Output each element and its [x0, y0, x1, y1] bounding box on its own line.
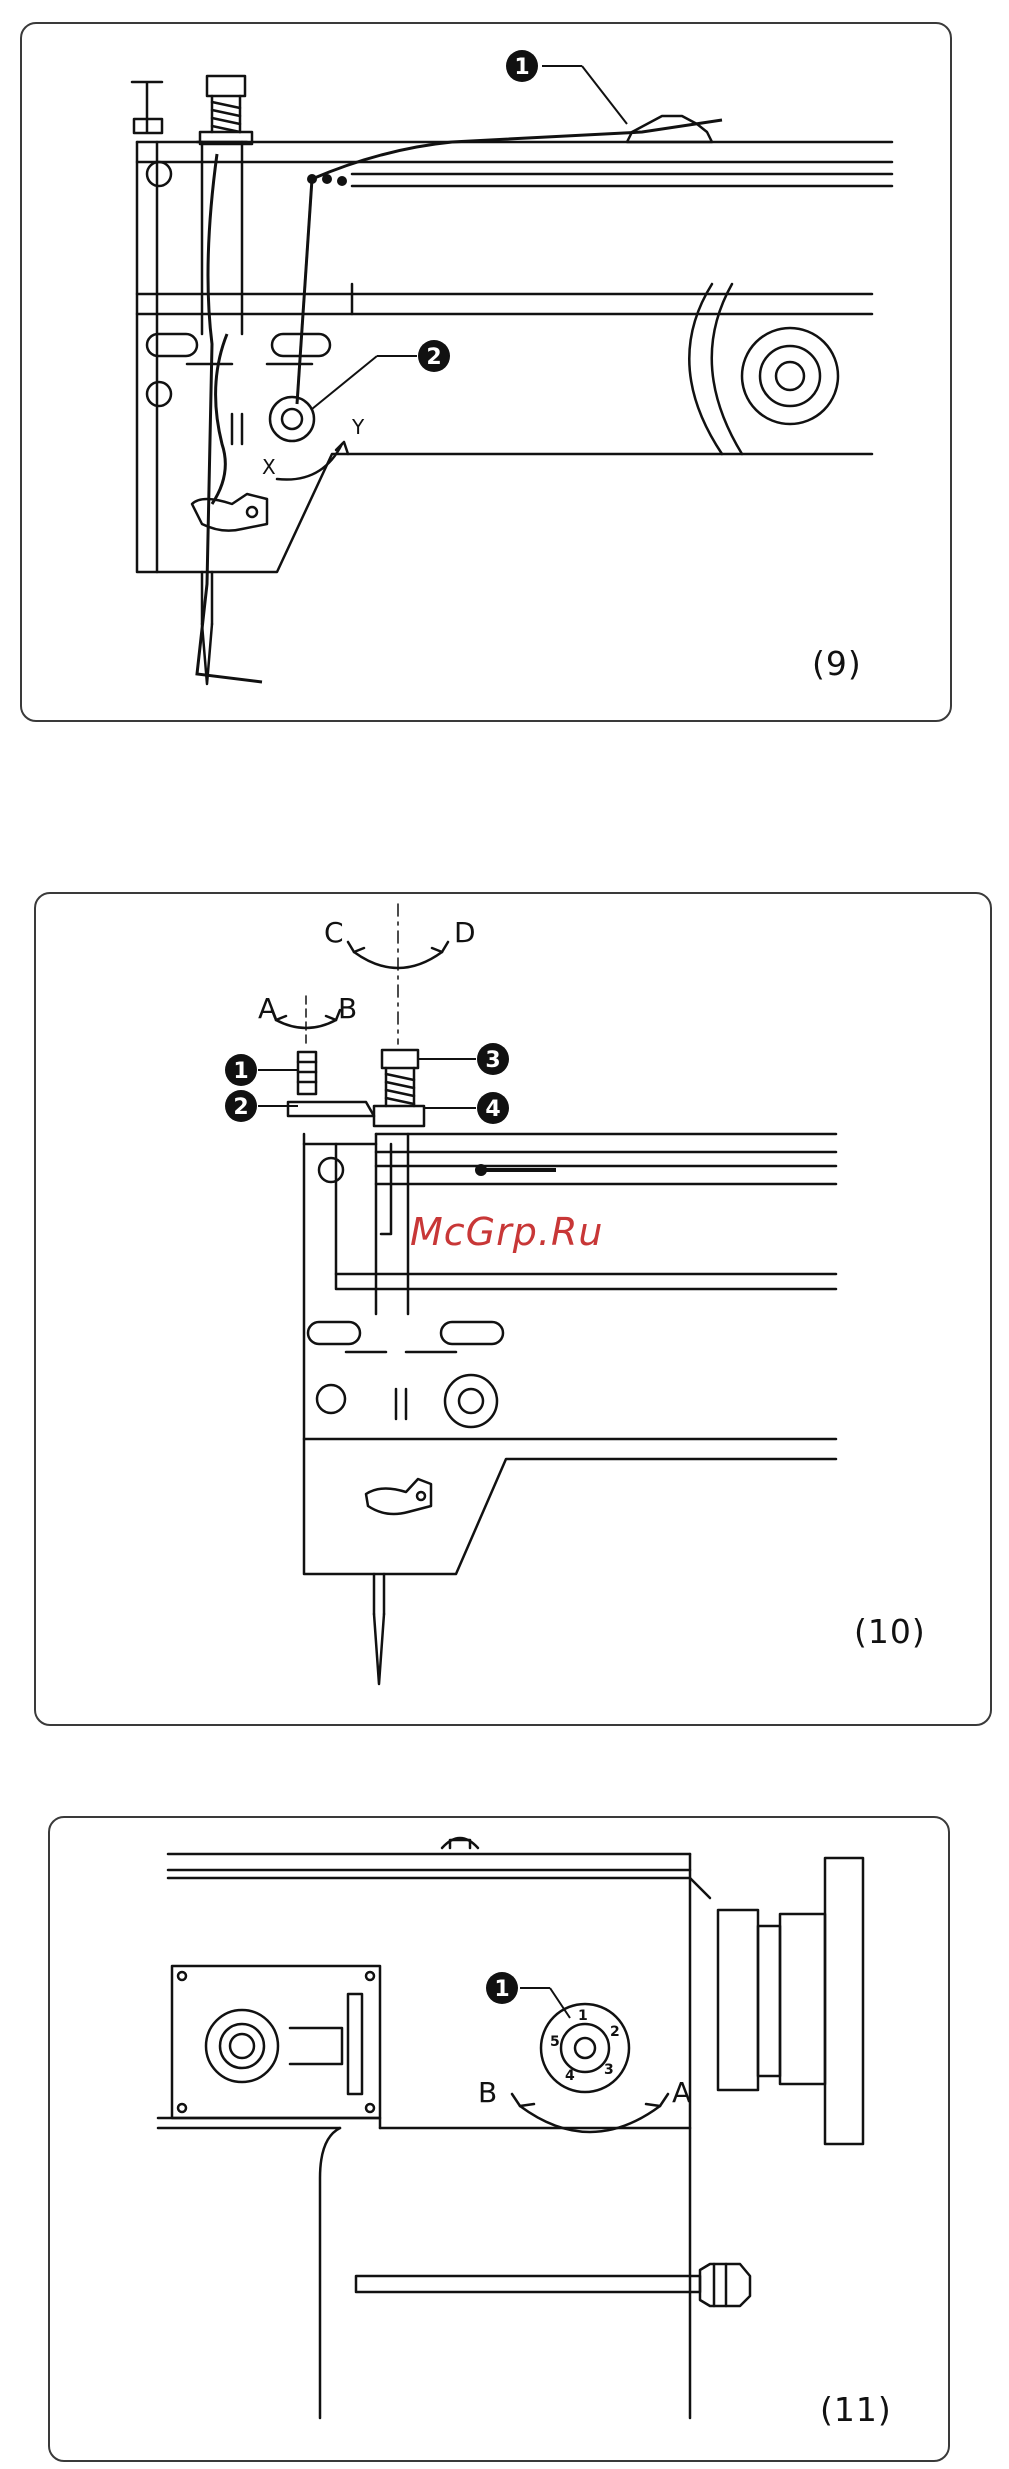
figure-10-label: (10) — [854, 1612, 926, 1651]
label-b: B — [338, 992, 357, 1025]
figure-11-label: (11) — [820, 2390, 892, 2429]
callout-2-text: 2 — [426, 345, 441, 370]
label-c: C — [324, 916, 344, 949]
dial-number-2: 2 — [610, 2024, 620, 2040]
dial-number-4: 4 — [565, 2068, 575, 2084]
callout-1-text: 1 — [233, 1059, 248, 1084]
figure-10-illustration: 1 2 3 4 A B C D — [36, 894, 994, 1728]
figure-11-panel: 1 2 3 4 5 1 A B (11) — [48, 1816, 950, 2462]
figure-11-illustration: 1 2 3 4 5 1 A B — [50, 1818, 952, 2464]
callout-1-text: 1 — [494, 1977, 509, 2002]
dial-number-1: 1 — [578, 2008, 588, 2024]
figure-10-panel: 1 2 3 4 A B C D (10) — [34, 892, 992, 1726]
label-y: Y — [351, 415, 365, 439]
figure-9-panel: 1 2 X Y (9) — [20, 22, 952, 722]
dial-number-5: 5 — [550, 2034, 560, 2050]
label-a: A — [672, 2076, 691, 2109]
figure-9-illustration: 1 2 X Y — [22, 24, 954, 724]
callout-2-text: 2 — [233, 1095, 248, 1120]
watermark: McGrp.Ru — [410, 1210, 603, 1254]
figure-9-label: (9) — [812, 644, 862, 683]
label-d: D — [454, 916, 476, 949]
callout-3-text: 3 — [485, 1048, 500, 1073]
callout-4-text: 4 — [485, 1097, 500, 1122]
callout-1-text: 1 — [514, 55, 529, 80]
label-b: B — [478, 2076, 497, 2109]
label-x: X — [262, 455, 276, 479]
label-a: A — [258, 992, 277, 1025]
dial-number-3: 3 — [604, 2062, 614, 2078]
